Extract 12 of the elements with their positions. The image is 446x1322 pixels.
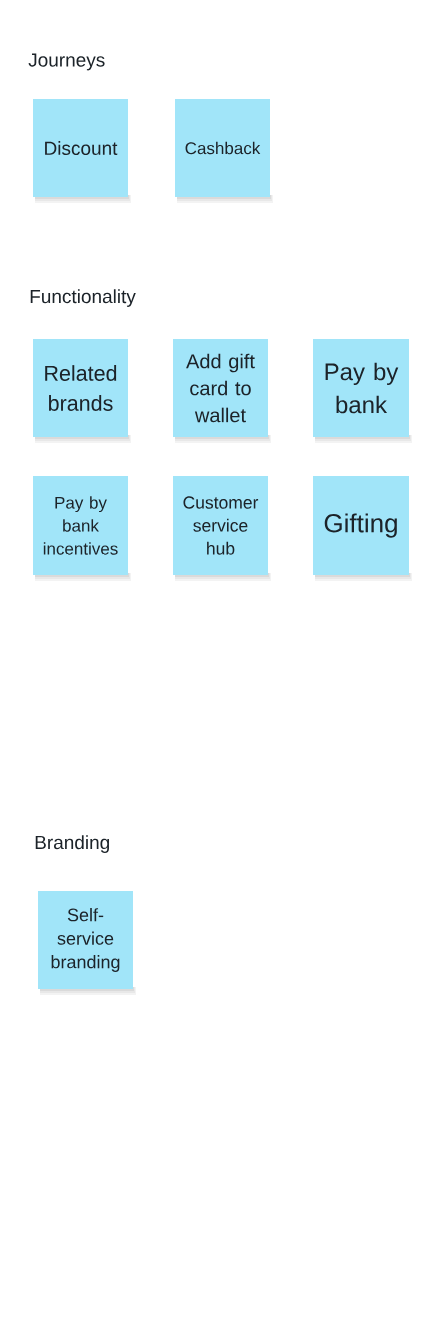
sticky-note: Pay by bank incentives xyxy=(33,476,131,581)
sticky-note: Pay by bank xyxy=(313,339,412,443)
sticky-note: Self-service branding xyxy=(38,891,136,995)
sticky-note: Add gift card to wallet xyxy=(173,339,271,443)
sticky-note: Related brands xyxy=(33,339,131,443)
section-heading: Journeys xyxy=(28,53,105,71)
section-heading: Functionality xyxy=(30,289,136,307)
sticky-note: Cashback xyxy=(175,99,273,203)
sticky-note: Discount xyxy=(33,99,131,203)
sticky-note: Gifting xyxy=(313,476,412,581)
section-heading: Branding xyxy=(35,835,109,853)
sticky-note: Customer service hub xyxy=(173,476,271,581)
